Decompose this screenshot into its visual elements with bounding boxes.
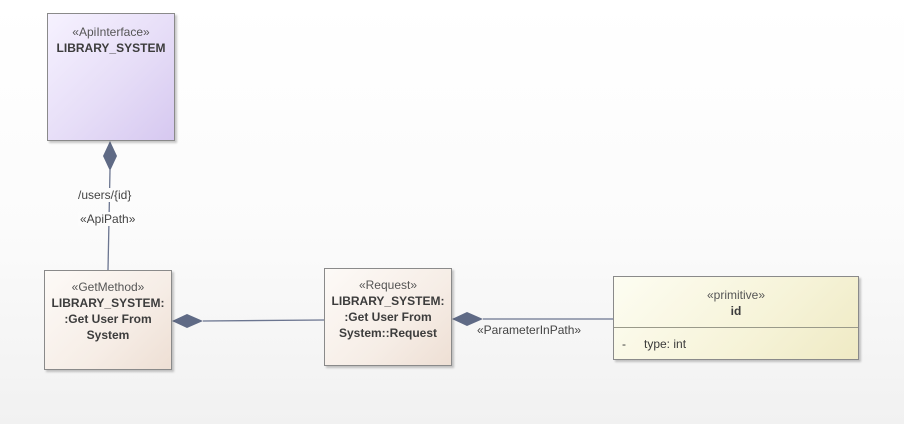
method-request-connector[interactable] [202,319,325,322]
parameter-in-path-composition-diamond [452,312,483,326]
api-path-composition-diamond [103,141,117,171]
attribute-visibility: - [622,337,626,351]
primitive-stereotype: «primitive» [706,288,766,302]
get-method-stereotype: «GetMethod» [71,280,145,294]
api-path-label: /users/{id} [76,188,134,202]
parameter-in-path-stereotype: «ParameterInPath» [477,323,582,337]
get-method-element[interactable]: «GetMethod» LIBRARY_SYSTEM: :Get User Fr… [44,270,172,370]
primitive-id-element[interactable]: «primitive» id - type: int [613,276,859,360]
api-interface-name: LIBRARY_SYSTEM [56,41,166,55]
request-name-line-1: LIBRARY_SYSTEM: [331,294,445,308]
api-path-stereotype: «ApiPath» [78,212,138,226]
attribute-type: type: int [644,337,687,351]
primitive-attribute-row[interactable]: - type: int [614,328,858,352]
api-interface-element[interactable]: «ApiInterface» LIBRARY_SYSTEM [47,13,175,141]
request-name-line-3: System::Request [338,326,438,340]
request-element[interactable]: «Request» LIBRARY_SYSTEM: :Get User From… [324,268,452,366]
method-request-composition-diamond [172,314,203,328]
primitive-header: «primitive» id [614,277,858,328]
primitive-name: id [730,304,742,318]
get-method-name-line-1: LIBRARY_SYSTEM: [51,296,165,310]
get-method-name-line-3: System [86,328,130,342]
request-stereotype: «Request» [358,278,418,292]
api-interface-stereotype: «ApiInterface» [72,25,150,39]
request-name-line-2: :Get User From [344,310,432,324]
get-method-name-line-2: :Get User From [64,312,152,326]
